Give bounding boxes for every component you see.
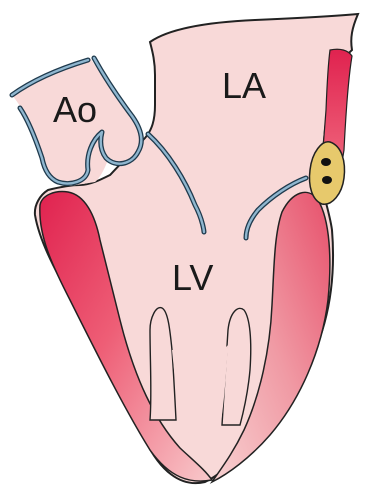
annulus-dot-top <box>321 158 331 166</box>
label-left-ventricle: LV <box>172 257 213 298</box>
label-aorta: Ao <box>53 89 97 130</box>
label-left-atrium: LA <box>222 65 266 106</box>
annulus-dot-bottom <box>322 176 332 184</box>
